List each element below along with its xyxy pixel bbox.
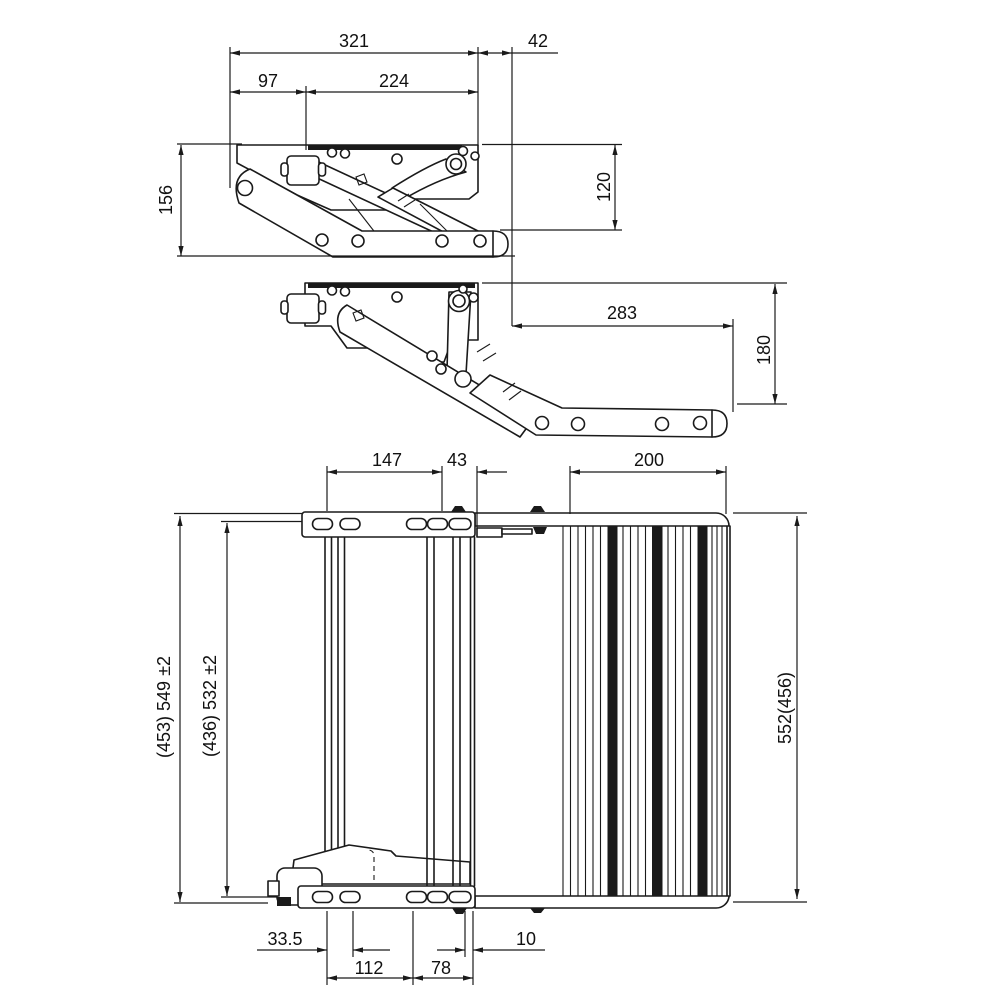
dim-top-left-span: 147: [326, 450, 443, 511]
folded-side-view: 321 42 97 224 156: [156, 31, 622, 326]
dim-bottom-left-span-value: 112: [355, 958, 384, 978]
dim-right-section-value: 224: [379, 71, 409, 91]
dim-bottom-gap-value: 10: [516, 929, 536, 949]
dim-rear-offset-value: 42: [528, 31, 548, 51]
dim-left-section-value: 97: [258, 71, 278, 91]
dim-top-left-span-value: 147: [372, 450, 402, 470]
front-step-part: [267, 506, 731, 914]
motor-box: [286, 155, 320, 186]
dim-bottom-offset: 33.5: [257, 929, 390, 953]
dim-right-height: 552(456): [733, 512, 807, 903]
dim-left-inner-height: (436) 532 ±2: [200, 520, 302, 898]
dim-tread-reach: 283: [512, 303, 734, 412]
mounting-strip: [308, 145, 462, 150]
top-rail: [474, 512, 730, 527]
tread-grooves: [562, 525, 731, 897]
dim-folded-height-value: 156: [156, 185, 176, 215]
right-leg-tubes: [426, 536, 476, 887]
dim-bottom-offset-value: 33.5: [267, 929, 302, 949]
dim-folded-height: 156: [156, 143, 515, 257]
mount-tab: [530, 506, 545, 512]
dim-bottom-spans: 112 78: [327, 958, 473, 981]
dim-left-outer-height-value: (453) 549 ±2: [154, 656, 174, 758]
dim-tread-width-value: 200: [634, 450, 664, 470]
mount-tab: [530, 908, 545, 913]
hinge-hole: [236, 179, 254, 197]
dim-overall-width-value: 321: [339, 31, 369, 51]
dim-right-height-value: 552(456): [775, 672, 795, 744]
dim-left-outer-height: (453) 549 ±2: [154, 512, 302, 904]
dim-left-inner-height-value: (436) 532 ±2: [200, 655, 220, 757]
dim-overall-width: 321: [229, 31, 479, 188]
dim-rear-offset: 42: [478, 31, 558, 326]
dim-tread-drop-value: 180: [754, 335, 774, 365]
left-leg-tubes: [324, 536, 346, 873]
latch-plate: [476, 527, 503, 538]
square-hole: [355, 173, 368, 186]
dim-bottom-right-span-value: 78: [431, 958, 451, 978]
hidden-line: [368, 849, 375, 880]
dim-right-height-value: 120: [594, 172, 614, 202]
dim-right-height: 120: [482, 143, 622, 231]
dim-tread-width: 200: [569, 450, 727, 514]
mount-tab: [451, 506, 466, 512]
extended-side-view: 283 180: [280, 282, 787, 438]
top-bracket-slots: [311, 517, 472, 531]
dim-bottom-gap: 10: [437, 929, 545, 953]
dim-tread-drop: 180: [482, 282, 787, 405]
square-hole: [352, 309, 365, 322]
extended-step-part: [280, 282, 728, 438]
mounting-strip: [308, 283, 475, 288]
bottom-rail: [474, 895, 730, 909]
bottom-bracket-slots: [311, 890, 472, 904]
dim-top-center-gap-value: 43: [447, 450, 467, 470]
folded-step-part: [235, 144, 509, 258]
dim-top-center-gap: 43: [447, 450, 507, 530]
dim-sections: 97 224: [230, 71, 478, 150]
motor-box: [286, 293, 320, 324]
dim-bottom-extensions: [326, 911, 474, 985]
dim-tread-reach-value: 283: [607, 303, 637, 323]
front-view: 147 43 200 (453) 549 ±2: [154, 450, 807, 985]
mount-tab: [452, 908, 467, 914]
